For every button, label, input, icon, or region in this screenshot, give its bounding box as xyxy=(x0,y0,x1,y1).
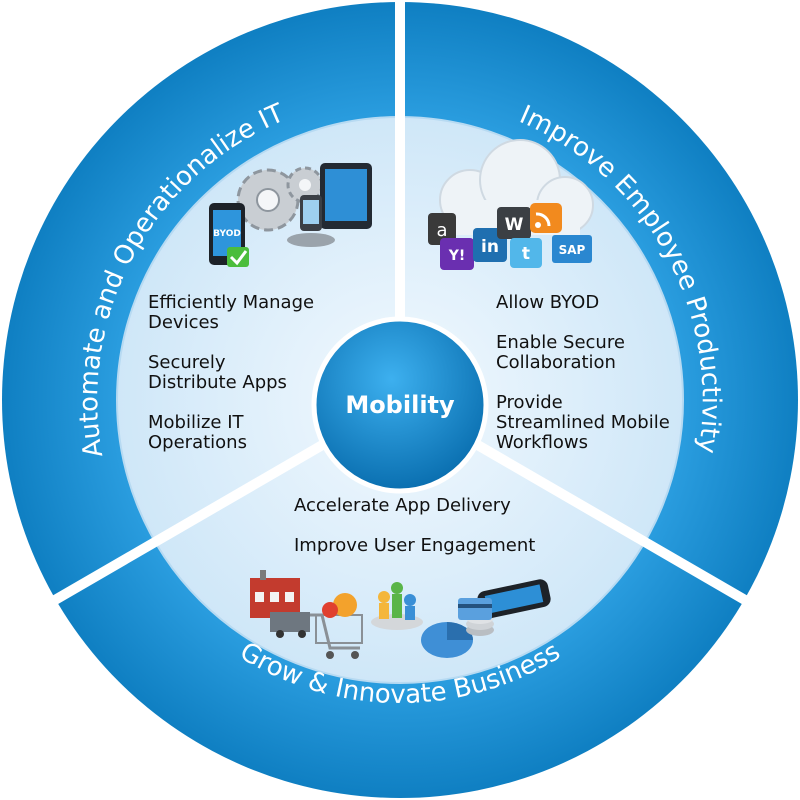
list-item: Enable Secure Collaboration xyxy=(496,332,625,373)
credit-card-icon xyxy=(458,598,492,620)
list-item: Efficiently Manage Devices xyxy=(148,292,315,333)
wordpress-icon: W xyxy=(497,207,531,239)
yahoo-icon: Y! xyxy=(440,238,474,270)
twitter-icon: t xyxy=(510,238,542,268)
list-item: Provide Streamlined Mobile Workflows xyxy=(496,392,670,453)
smartphone-icon xyxy=(287,195,335,247)
svg-text:in: in xyxy=(481,237,499,257)
social-apps-illustration: a Y! in W t SAP xyxy=(428,139,594,270)
center-circle xyxy=(311,316,489,494)
sap-icon: SAP xyxy=(552,235,592,263)
svg-text:a: a xyxy=(436,220,447,241)
rss-icon xyxy=(530,203,562,233)
pie-chart-icon xyxy=(421,622,473,658)
amazon-icon: a xyxy=(428,213,456,245)
list-item: Improve User Engagement xyxy=(294,535,536,556)
gears-icon xyxy=(236,166,324,232)
shopping-cart-icon xyxy=(310,593,363,659)
business-illustration xyxy=(250,570,551,659)
device-management-illustration: BYOD xyxy=(209,163,372,267)
checkmark-icon xyxy=(227,247,249,267)
svg-text:W: W xyxy=(505,215,524,235)
truck-icon xyxy=(270,612,310,638)
tablet-icon xyxy=(320,163,372,229)
list-item: Allow BYOD xyxy=(496,292,600,313)
svg-text:Y!: Y! xyxy=(448,248,466,264)
byod-phone-icon: BYOD xyxy=(209,203,245,265)
svg-text:BYOD: BYOD xyxy=(213,229,241,239)
left-bullet-list: Efficiently Manage Devices Securely Dist… xyxy=(148,293,314,453)
svg-text:SAP: SAP xyxy=(559,243,586,257)
svg-text:t: t xyxy=(522,244,530,264)
bottom-bullet-list: Accelerate App Delivery Improve User Eng… xyxy=(294,496,535,556)
factory-icon xyxy=(250,570,300,618)
right-bullet-list: Allow BYOD Enable Secure Collaboration P… xyxy=(496,293,670,453)
list-item: Mobilize IT Operations xyxy=(148,412,247,453)
center-label: Mobility xyxy=(345,391,455,419)
list-item: Accelerate App Delivery xyxy=(294,495,511,516)
people-icon xyxy=(371,582,423,630)
smartphone-icon xyxy=(477,579,551,619)
list-item: Securely Distribute Apps xyxy=(148,352,287,393)
